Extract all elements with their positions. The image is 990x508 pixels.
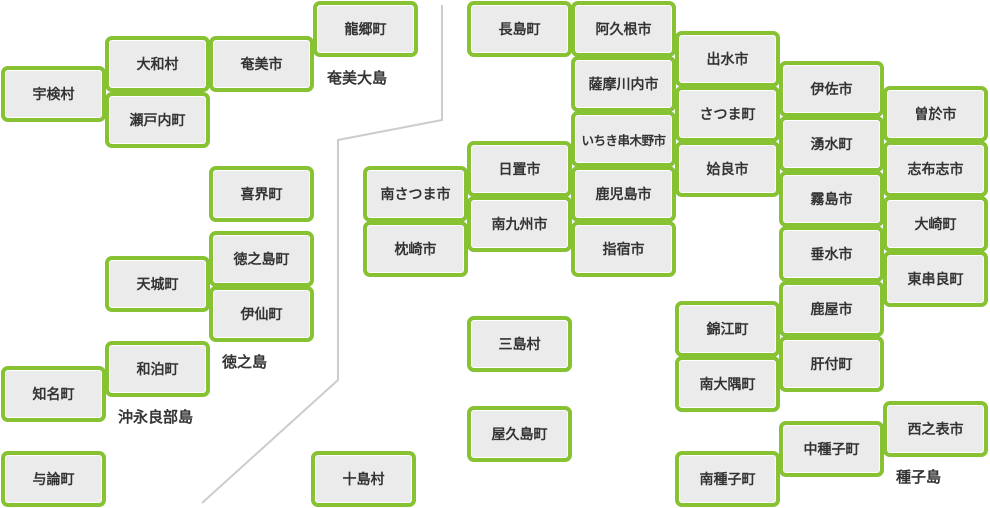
tile-kinko[interactable]: 錦江町 xyxy=(675,301,780,357)
tile-nakatane[interactable]: 中種子町 xyxy=(779,421,884,477)
tile-hioki[interactable]: 日置市 xyxy=(467,141,572,197)
tile-nishinoomote[interactable]: 西之表市 xyxy=(883,401,988,457)
tile-nagashima[interactable]: 長島町 xyxy=(467,1,572,57)
tile-satsumasendai[interactable]: 薩摩川内市 xyxy=(571,56,676,112)
tile-aira[interactable]: 姶良市 xyxy=(675,141,780,197)
island-label-tanegashima: 種子島 xyxy=(896,468,942,486)
tile-kikai[interactable]: 喜界町 xyxy=(209,166,314,222)
tile-higashikushira[interactable]: 東串良町 xyxy=(883,251,988,307)
island-label-tokunoshima: 徳之島 xyxy=(222,353,268,371)
tile-amagi[interactable]: 天城町 xyxy=(105,256,210,312)
tile-wadomari[interactable]: 和泊町 xyxy=(105,341,210,397)
tile-akune[interactable]: 阿久根市 xyxy=(571,1,676,57)
tile-minamikyushu[interactable]: 南九州市 xyxy=(467,196,572,252)
tile-izumi[interactable]: 出水市 xyxy=(675,31,780,87)
tile-tokunoshima[interactable]: 徳之島町 xyxy=(209,231,314,287)
tile-yakushima[interactable]: 屋久島町 xyxy=(467,406,572,462)
tile-kimotsuki[interactable]: 肝付町 xyxy=(779,336,884,392)
tile-ukenson[interactable]: 宇検村 xyxy=(1,66,106,122)
tile-makurazaki[interactable]: 枕崎市 xyxy=(363,221,468,277)
tile-tatsugo[interactable]: 龍郷町 xyxy=(313,1,418,57)
tile-isen[interactable]: 伊仙町 xyxy=(209,286,314,342)
tile-kagoshima[interactable]: 鹿児島市 xyxy=(571,166,676,222)
tile-yusui[interactable]: 湧水町 xyxy=(779,116,884,172)
island-label-amami-oshima: 奄美大島 xyxy=(327,69,388,87)
tile-tarumizu[interactable]: 垂水市 xyxy=(779,226,884,282)
tile-kirishima[interactable]: 霧島市 xyxy=(779,171,884,227)
tile-minamiosumi[interactable]: 南大隅町 xyxy=(675,356,780,412)
island-label-okinoerabu: 沖永良部島 xyxy=(118,408,194,426)
tile-soo[interactable]: 曽於市 xyxy=(883,86,988,142)
tile-osaki[interactable]: 大崎町 xyxy=(883,196,988,252)
tile-china[interactable]: 知名町 xyxy=(1,366,106,422)
tile-shibushi[interactable]: 志布志市 xyxy=(883,141,988,197)
tile-ibusuki[interactable]: 指宿市 xyxy=(571,221,676,277)
tile-amami[interactable]: 奄美市 xyxy=(209,36,314,92)
tile-yoron[interactable]: 与論町 xyxy=(1,451,106,507)
tile-toshima[interactable]: 十島村 xyxy=(311,451,416,507)
tile-ichikikushikino[interactable]: いちき串木野市 xyxy=(571,111,676,167)
tile-minamitane[interactable]: 南種子町 xyxy=(675,451,780,507)
tile-satsuma[interactable]: さつま町 xyxy=(675,86,780,142)
tile-setouchi[interactable]: 瀬戸内町 xyxy=(105,92,210,148)
tile-minamisatsuma[interactable]: 南さつま市 xyxy=(363,166,468,222)
tile-mishima[interactable]: 三島村 xyxy=(467,316,572,372)
tile-isa[interactable]: 伊佐市 xyxy=(779,61,884,117)
tile-kanoya[interactable]: 鹿屋市 xyxy=(779,281,884,337)
tile-yamatoson[interactable]: 大和村 xyxy=(105,36,210,92)
